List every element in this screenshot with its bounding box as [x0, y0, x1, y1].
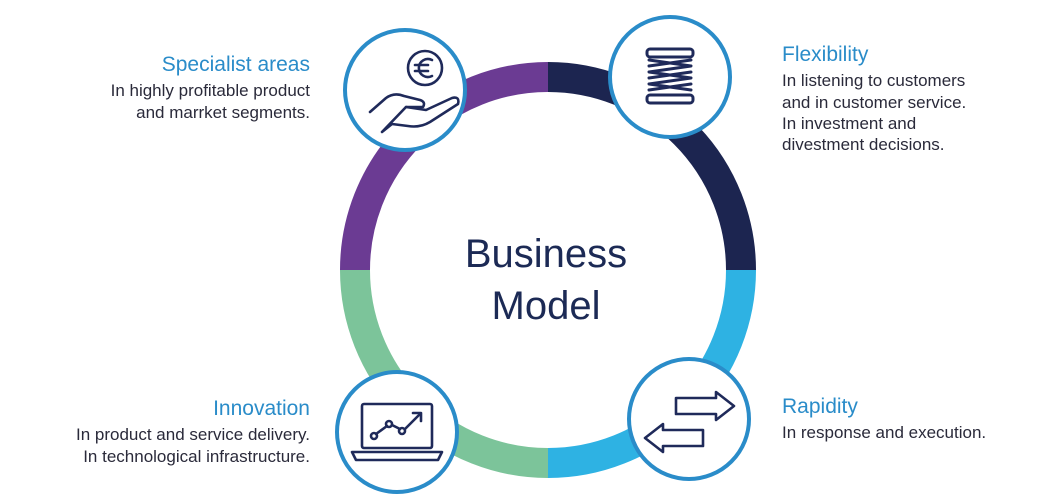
innovation-line-2: In technological infrastructure.	[83, 446, 310, 466]
innovation-title: Innovation	[213, 397, 310, 420]
center-title: Business Model	[396, 228, 696, 332]
flexibility-line-4: divestment decisions.	[782, 135, 945, 154]
flexibility-line-3: In investment and	[782, 113, 917, 133]
innovation-text-block: Innovation In product and service delive…	[76, 396, 310, 467]
specialist-node	[343, 28, 467, 152]
specialist-title: Specialist areas	[161, 53, 310, 76]
flexibility-text-block: Flexibility In listening to customers an…	[782, 42, 966, 155]
flexibility-line-1: In listening to customers	[782, 71, 966, 91]
rapidity-line-1: In response and execution.	[782, 423, 987, 443]
specialist-text-block: Specialist areas In highly profitable pr…	[111, 52, 310, 123]
innovation-line-1: In product and service delivery.	[75, 425, 310, 445]
flexibility-line-2: and in customer service.	[782, 92, 967, 112]
specialist-line-1: In highly profitable product	[110, 81, 310, 101]
center-title-line2: Model	[491, 284, 601, 328]
innovation-node	[335, 370, 459, 494]
hand-euro-icon	[368, 49, 460, 134]
rapidity-text-block: Rapidity In response and execution.	[782, 394, 986, 444]
flexibility-node	[608, 15, 732, 139]
specialist-line-2: and marrket segments.	[136, 102, 310, 122]
laptop-chart-icon	[350, 402, 444, 462]
spring-icon	[645, 47, 695, 105]
exchange-arrows-icon	[643, 390, 736, 454]
flexibility-title: Flexibility	[782, 43, 869, 66]
rapidity-node	[627, 357, 751, 481]
center-title-line1: Business	[464, 232, 628, 276]
rapidity-title: Rapidity	[782, 395, 858, 418]
